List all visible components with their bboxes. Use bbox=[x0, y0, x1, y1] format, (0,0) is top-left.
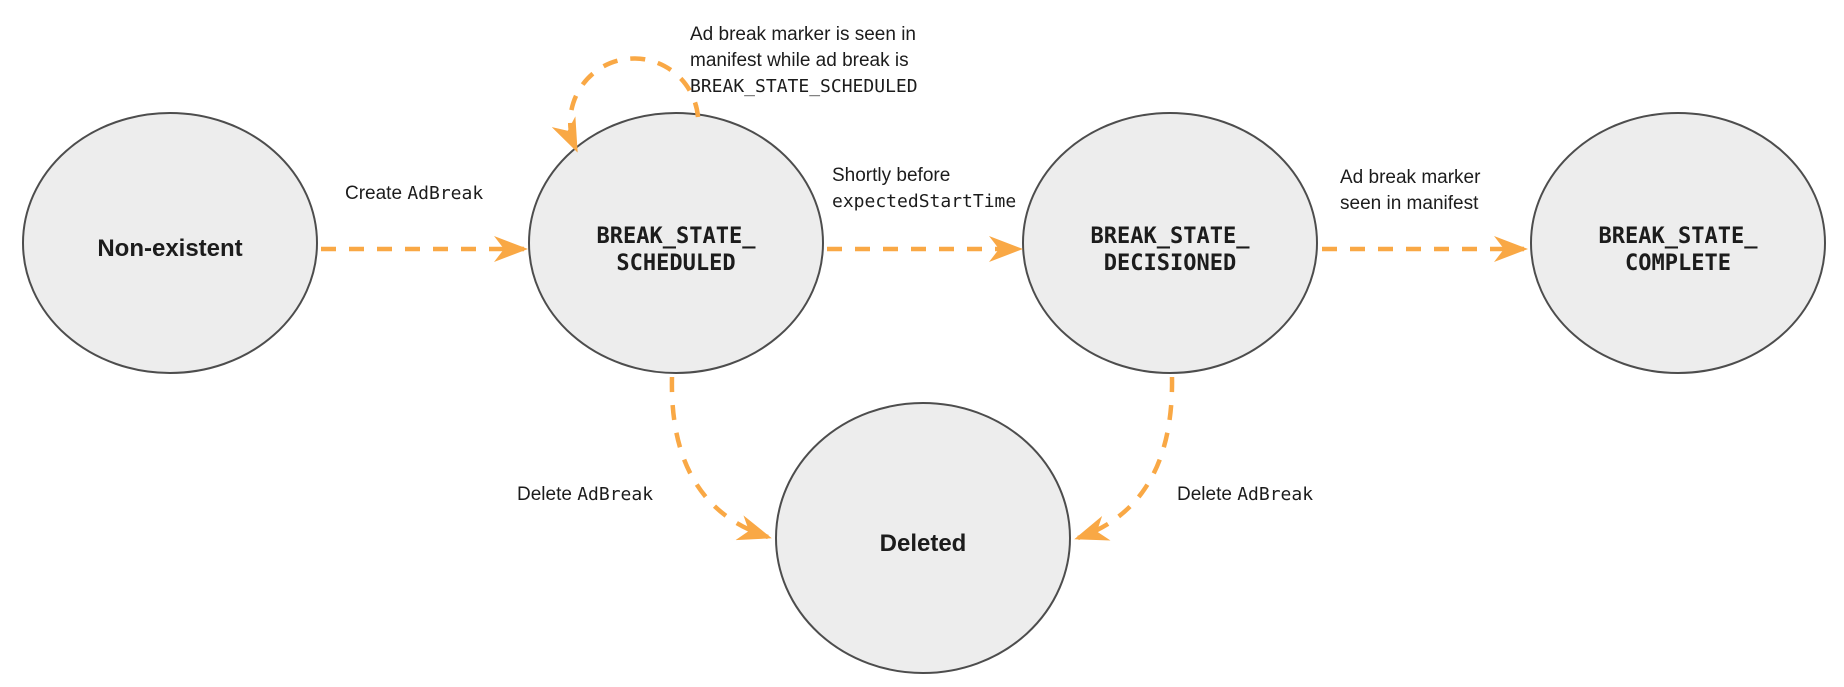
state-node-non-existent bbox=[22, 112, 318, 374]
state-label-non-existent: Non-existent bbox=[97, 235, 243, 262]
state-label-break-state-scheduled: BREAK_STATE_ SCHEDULED bbox=[596, 224, 756, 276]
edge-label-delete-from-scheduled: Delete AdBreak bbox=[517, 484, 654, 505]
edge-delete-from-scheduled bbox=[669, 376, 772, 541]
edge-delete-from-decisioned bbox=[1074, 376, 1175, 541]
edge-label-marker-seen: Ad break marker seen in manifest bbox=[1340, 167, 1481, 214]
state-label-break-state-complete: BREAK_STATE_ COMPLETE bbox=[1598, 224, 1758, 276]
edge-label-delete-from-decisioned: Delete AdBreak bbox=[1177, 484, 1314, 505]
state-label-deleted: Deleted bbox=[879, 530, 967, 557]
state-label-break-state-decisioned: BREAK_STATE_ DECISIONED bbox=[1090, 224, 1250, 276]
state-node-break-state-complete bbox=[1530, 112, 1826, 374]
state-node-break-state-decisioned bbox=[1022, 112, 1318, 374]
edge-label-self-loop: Ad break marker is seen in manifest whil… bbox=[690, 24, 918, 97]
state-node-break-state-scheduled bbox=[528, 112, 824, 374]
edge-label-create-adbreak: Create AdBreak bbox=[345, 183, 484, 204]
edge-label-shortly-before: Shortly before expectedStartTime bbox=[832, 165, 1017, 212]
state-node-deleted bbox=[775, 402, 1071, 674]
edge-self-loop-scheduled bbox=[551, 56, 701, 153]
